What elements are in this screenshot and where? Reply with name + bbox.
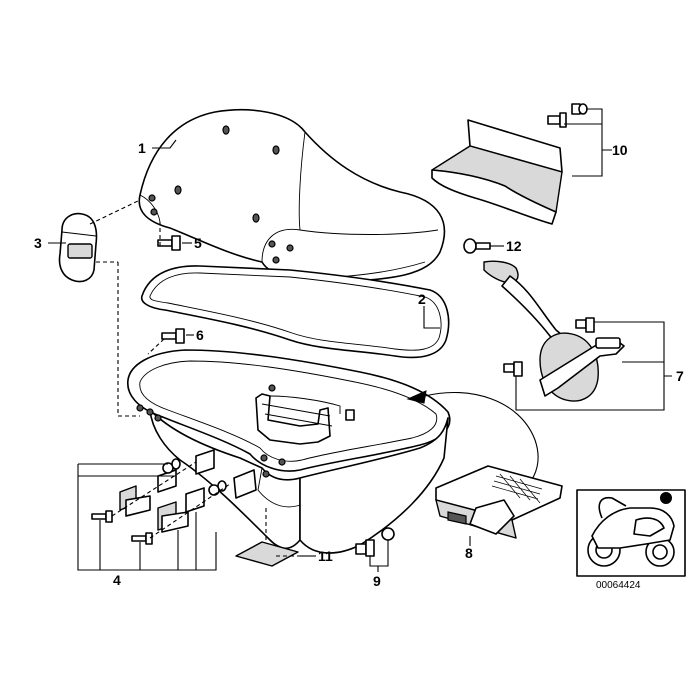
rear-light-unit xyxy=(431,119,563,225)
inner-bracket xyxy=(255,393,355,445)
holder-part-8 xyxy=(435,465,563,539)
callout-6: 6 xyxy=(196,327,204,343)
light-bracket-part-7 xyxy=(539,332,625,402)
leader-4-box xyxy=(77,463,217,571)
leader-3-dash xyxy=(89,199,141,263)
latch-part-3 xyxy=(58,212,98,283)
motorcycle-thumbnail xyxy=(576,489,686,577)
callout-1: 1 xyxy=(138,140,146,156)
reference-number: 00064424 xyxy=(596,580,641,591)
leader-2 xyxy=(423,306,440,329)
leader-11 xyxy=(265,506,302,557)
leader-4-dash xyxy=(111,461,231,539)
screws-part-10 xyxy=(547,103,588,128)
guide-dash-left xyxy=(117,262,140,417)
gasket-part-2 xyxy=(140,265,450,359)
callout-7: 7 xyxy=(676,368,684,384)
leader-9 xyxy=(369,540,389,572)
location-marker xyxy=(660,492,672,504)
callout-5: 5 xyxy=(194,235,202,251)
screws-part-7 xyxy=(503,317,595,377)
callout-11: 11 xyxy=(318,548,333,564)
leader-6-dash xyxy=(147,338,165,355)
wiring-harness xyxy=(483,260,569,347)
callout-3: 3 xyxy=(34,235,42,251)
motion-arrow xyxy=(406,390,539,485)
screw-part-5 xyxy=(157,235,181,251)
stud-part-12 xyxy=(463,238,491,254)
callout-8: 8 xyxy=(465,545,473,561)
callout-2: 2 xyxy=(418,291,426,307)
leader-7 xyxy=(515,321,672,411)
callout-9: 9 xyxy=(373,573,381,589)
screws-part-4 xyxy=(91,458,227,545)
callout-4: 4 xyxy=(113,572,121,588)
callout-12: 12 xyxy=(506,238,522,254)
case-bottom xyxy=(127,349,451,554)
leader-10 xyxy=(564,108,612,177)
top-case-lid xyxy=(138,109,446,283)
callout-10: 10 xyxy=(612,142,628,158)
leader-1 xyxy=(152,139,177,149)
pad-part-11 xyxy=(235,541,299,567)
screw-part-6 xyxy=(161,328,185,344)
